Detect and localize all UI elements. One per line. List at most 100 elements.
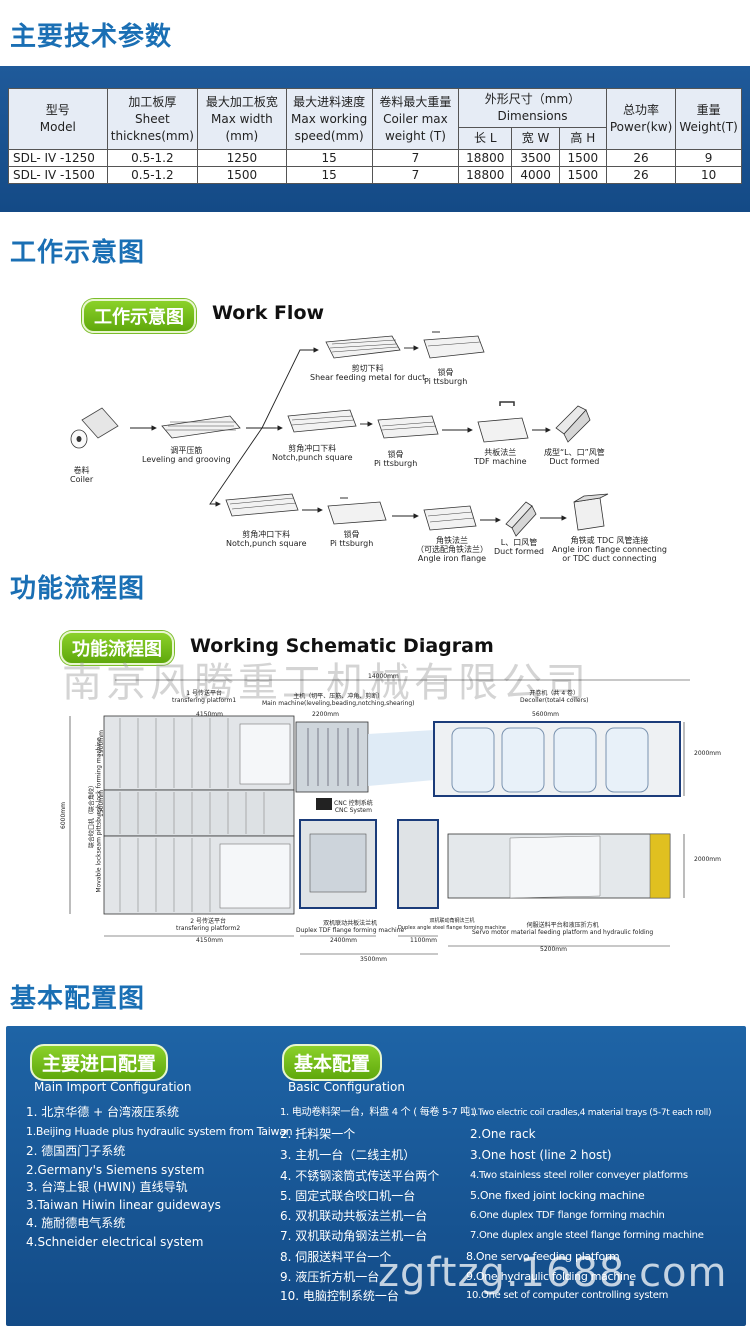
workflow-badge: 工作示意图	[82, 299, 196, 333]
section-title-specs: 主要技术参数	[10, 22, 173, 52]
basic-item-en: 10.One set of computer controlling syste…	[466, 1290, 669, 1301]
cell: 26	[605, 149, 677, 167]
basic-item-cn: 4. 不锈钢滚筒式传送平台两个	[280, 1169, 440, 1183]
import-item: 3. 台湾上银 (HWIN) 直线导轨	[26, 1180, 188, 1194]
coil-rolls	[451, 727, 649, 793]
dim-6000: 6000mm	[59, 802, 67, 829]
basic-item-cn: 1. 电动卷料架一台，料盘 4 个 ( 每卷 5-7 吨 )	[280, 1107, 477, 1118]
duct-formed2-icon	[505, 501, 537, 537]
cell: 1500	[558, 149, 607, 167]
cell: 26	[605, 166, 677, 184]
tdc-duct-icon	[573, 493, 609, 531]
import-config-badge: 主要进口配置	[30, 1044, 169, 1081]
workflow-caption: Work Flow	[212, 302, 325, 324]
section-title-schematic: 功能流程图	[10, 574, 146, 604]
col-dimensions: 外形尺寸（mm）Dimensions	[458, 88, 607, 128]
basic-config-badge: 基本配置	[282, 1044, 383, 1081]
import-item: 2.Germany's Siemens system	[26, 1163, 205, 1177]
import-item: 1. 北京华德 + 台湾液压系统	[26, 1105, 179, 1119]
cell: 18800	[458, 149, 513, 167]
notch-mid-sheet-icon	[287, 409, 357, 433]
basic-item-cn: 10. 电脑控制系统一台	[280, 1289, 399, 1303]
dim-5600: 5600mm	[532, 711, 559, 718]
dim-2000-right: 2000mm	[694, 750, 721, 757]
table-row: SDL- IV -1250 0.5-1.2 1250 15 7 18800 35…	[8, 149, 742, 167]
basic-item-en: 8.One servo feeding platform	[466, 1250, 620, 1263]
col-dim-l: 长 L	[458, 127, 513, 150]
duct-formed-icon	[555, 405, 591, 443]
cell: 7	[371, 149, 460, 167]
dim-4150-bot: 4150mm	[196, 937, 223, 944]
dim-2000-right2: 2000mm	[694, 856, 721, 863]
cell: 1500	[197, 166, 287, 184]
dim-4150-top: 4150mm	[196, 711, 223, 718]
main-machine-label: 主机（切平、压筋、冲角、剪断）Main machine(leveling,bea…	[262, 693, 415, 707]
section-title-workflow: 工作示意图	[10, 238, 146, 268]
coiler-icon	[70, 407, 119, 449]
leveled-sheet-icon	[161, 415, 241, 439]
cell: 1250	[197, 149, 287, 167]
cell: 1500	[558, 166, 607, 184]
site-watermark: zgftzg.1688.com	[378, 1250, 728, 1296]
col-dim-h: 高 H	[558, 127, 607, 150]
tdf-icon	[477, 401, 529, 443]
basic-item-en: 7.One duplex angle steel flange forming …	[470, 1230, 704, 1241]
col-dim-w: 宽 W	[511, 127, 560, 150]
cell: 0.5-1.2	[106, 166, 199, 184]
basic-item-en: 6.One duplex TDF flange forming machin	[470, 1210, 665, 1221]
schematic-badge: 功能流程图	[60, 631, 174, 665]
basic-item-en: 5.One fixed joint locking machine	[470, 1189, 645, 1202]
basic-item-en: 9.One hydraulic folding machine	[466, 1270, 636, 1283]
pittsburgh-top-icon	[423, 331, 485, 359]
basic-item-en: 3.One host (line 2 host)	[470, 1148, 612, 1162]
basic-item-cn: 6. 双机联动共板法兰机一台	[280, 1209, 428, 1223]
basic-item-en: 4.Two stainless steel roller conveyer pl…	[470, 1170, 688, 1181]
cell: 0.5-1.2	[106, 149, 199, 167]
table-row: SDL- IV -1500 0.5-1.2 1500 15 7 18800 40…	[8, 166, 742, 184]
workflow-diagram	[70, 331, 609, 537]
basic-item-cn: 3. 主机一台（二线主机）	[280, 1148, 416, 1162]
cell: 9	[675, 149, 742, 167]
basic-config-subtitle: Basic Configuration	[288, 1080, 405, 1094]
cell: 3500	[511, 149, 560, 167]
pittsburgh-bot-icon	[327, 497, 387, 525]
import-item: 2. 德国西门子系统	[26, 1144, 126, 1158]
import-item: 4. 施耐德电气系统	[26, 1216, 126, 1230]
decoiler-label: 开卷机（共 4 卷）Decoiler(total4 coilers)	[520, 690, 589, 704]
side-label: 联合咬口机（联合角咬）Movable lockseam pittsburgh l…	[88, 737, 103, 893]
import-item: 1.Beijing Huade plus hydraulic system fr…	[26, 1125, 293, 1138]
import-config-subtitle: Main Import Configuration	[34, 1080, 192, 1094]
import-item: 4.Schneider electrical system	[26, 1235, 204, 1249]
basic-item-cn: 8. 伺服送料平台一个	[280, 1250, 392, 1264]
shear-sheet-icon	[325, 335, 401, 359]
dim-total: 14000mm	[368, 673, 399, 680]
cell: 15	[285, 166, 373, 184]
schematic-caption: Working Schematic Diagram	[190, 635, 494, 657]
dim-3500: 3500mm	[360, 956, 387, 963]
cell: 10	[675, 166, 742, 184]
basic-item-en: 2.One rack	[470, 1127, 536, 1141]
cell: SDL- IV -1250	[8, 149, 108, 167]
import-item: 3.Taiwan Hiwin linear guideways	[26, 1198, 221, 1212]
pittsburgh-mid-icon	[377, 415, 439, 439]
basic-item-cn: 5. 固定式联合咬口机一台	[280, 1189, 416, 1203]
basic-item-cn: 7. 双机联动角钢法兰机一台	[280, 1229, 428, 1243]
